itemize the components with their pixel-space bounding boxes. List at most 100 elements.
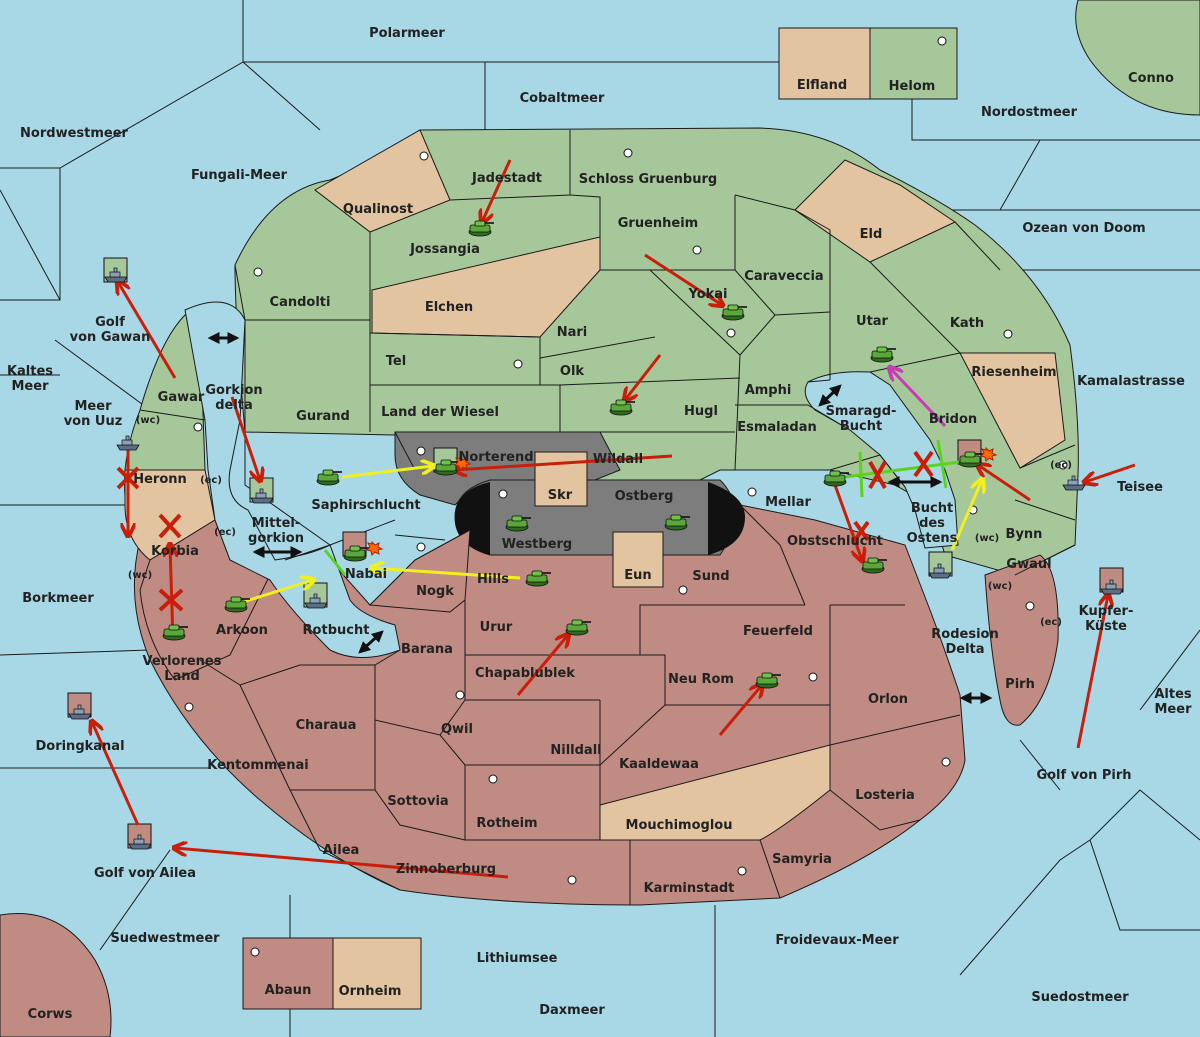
land-elchen[interactable]	[371, 236, 601, 338]
svg-text:Nogk: Nogk	[416, 584, 454, 599]
svg-text:Schloss Gruenburg: Schloss Gruenburg	[579, 172, 717, 187]
svg-text:Pirh: Pirh	[1005, 677, 1035, 692]
svg-text:Mouchimoglou: Mouchimoglou	[626, 818, 733, 833]
svg-text:Riesenheim: Riesenheim	[971, 365, 1056, 380]
sea-smaragdbucht: Smaragd-Bucht	[826, 404, 897, 434]
svg-text:Sottovia: Sottovia	[387, 794, 448, 809]
svg-text:Korbia: Korbia	[151, 544, 199, 559]
sea-smaragd-inlet[interactable]	[804, 371, 959, 549]
svg-text:(ec): (ec)	[1050, 460, 1072, 471]
svg-text:(ec): (ec)	[214, 527, 236, 538]
svg-text:Mellar: Mellar	[765, 495, 811, 510]
svg-text:Kentommenai: Kentommenai	[207, 758, 308, 773]
order-magenta	[890, 368, 947, 428]
svg-text:Esmaladan: Esmaladan	[737, 420, 817, 435]
coast-tags: (wc) (ec) (ec) (wc) (ec) (wc) (wc) (ec)	[128, 415, 1072, 628]
svg-text:Qualinost: Qualinost	[343, 202, 413, 217]
svg-text:Land der Wiesel: Land der Wiesel	[381, 405, 499, 420]
sea-doringkanal: Doringkanal	[35, 739, 124, 754]
land-riesenheim[interactable]	[959, 352, 1066, 469]
svg-text:Kupfer-Küste: Kupfer-Küste	[1079, 604, 1134, 634]
land-eun[interactable]	[612, 531, 664, 588]
sea-golf-pirh: Golf von Pirh	[1036, 768, 1131, 783]
svg-text:Norterend: Norterend	[458, 450, 533, 465]
sea-lithiumsee: Lithiumsee	[477, 951, 558, 966]
svg-text:Elfland: Elfland	[797, 78, 847, 93]
orders-red	[92, 159, 1136, 879]
svg-text:Jossangia: Jossangia	[409, 242, 480, 257]
sea-golf-ailea: Golf von Ailea	[94, 866, 196, 881]
sea-nordostmeer: Nordostmeer	[981, 105, 1078, 120]
svg-text:Nabai: Nabai	[345, 567, 387, 582]
svg-text:(wc): (wc)	[128, 570, 152, 581]
svg-text:(ec): (ec)	[1040, 617, 1062, 628]
svg-text:Saphirschlucht: Saphirschlucht	[311, 498, 420, 513]
svg-text:Barana: Barana	[401, 642, 453, 657]
sea-cobaltmeer: Cobaltmeer	[520, 91, 605, 106]
canal-links	[207, 332, 993, 704]
svg-text:Qwil: Qwil	[441, 722, 473, 737]
sea-rotbucht: Rotbucht	[303, 623, 370, 638]
svg-text:Ailea: Ailea	[323, 843, 360, 858]
land-pirh[interactable]	[984, 554, 1059, 726]
svg-text:Orlon: Orlon	[868, 692, 908, 707]
sea-fungali: Fungali-Meer	[191, 168, 288, 183]
sea-froidevaux: Froidevaux-Meer	[775, 933, 899, 948]
svg-text:Obstschlucht: Obstschlucht	[787, 534, 883, 549]
svg-text:(wc): (wc)	[975, 533, 999, 544]
sea-kamalastrasse: Kamalastrasse	[1077, 374, 1185, 389]
svg-text:Ostberg: Ostberg	[615, 489, 674, 504]
sea-gorkion-inlet[interactable]	[184, 301, 401, 658]
svg-text:Kath: Kath	[950, 316, 984, 331]
svg-text:Bridon: Bridon	[929, 412, 977, 427]
land-eld[interactable]	[794, 159, 957, 263]
sea-nordwestmeer: Nordwestmeer	[20, 126, 128, 141]
land-labels: Conno Elfland Helom Corws Abaun Ornheim …	[28, 71, 1174, 1022]
land-ornheim[interactable]	[332, 937, 422, 1010]
svg-text:Westberg: Westberg	[502, 537, 572, 552]
svg-text:(wc): (wc)	[988, 581, 1012, 592]
sea-labels: Polarmeer Cobaltmeer Nordwestmeer Fungal…	[7, 26, 1192, 1018]
land-corws[interactable]	[0, 913, 112, 1037]
svg-text:(ec): (ec)	[200, 475, 222, 486]
sea-suedostmeer: Suedostmeer	[1031, 990, 1129, 1005]
svg-text:Sund: Sund	[692, 569, 729, 584]
svg-text:Gruenheim: Gruenheim	[618, 216, 698, 231]
svg-text:Nilldall: Nilldall	[550, 743, 601, 758]
svg-text:Jadestadt: Jadestadt	[471, 171, 542, 186]
mountain-cap-east	[708, 482, 745, 555]
svg-text:Heronn: Heronn	[133, 472, 187, 487]
svg-text:Hills: Hills	[477, 572, 509, 587]
supply-centers	[184, 36, 1068, 957]
svg-text:Bynn: Bynn	[1006, 527, 1043, 542]
failed-marks	[116, 450, 934, 612]
svg-text:Gwaul: Gwaul	[1006, 557, 1051, 572]
svg-text:Amphi: Amphi	[745, 383, 792, 398]
sea-ozean-doom: Ozean von Doom	[1022, 221, 1145, 236]
svg-text:(wc): (wc)	[136, 415, 160, 426]
svg-text:Zinnoberburg: Zinnoberburg	[396, 862, 496, 877]
land-mouchimoglou[interactable]	[599, 744, 831, 841]
land-elfland[interactable]	[778, 27, 871, 100]
svg-text:Eun: Eun	[624, 568, 651, 583]
svg-text:Candolti: Candolti	[270, 295, 331, 310]
dislodged-markers	[366, 446, 998, 556]
svg-text:Urur: Urur	[480, 620, 513, 635]
sea-daxmeer: Daxmeer	[539, 1003, 605, 1018]
svg-text:Arkoon: Arkoon	[216, 623, 268, 638]
svg-text:Chapablublek: Chapablublek	[475, 666, 575, 681]
svg-text:Eld: Eld	[860, 227, 883, 242]
svg-text:Rotheim: Rotheim	[476, 816, 537, 831]
svg-text:Abaun: Abaun	[265, 983, 312, 998]
land-conno[interactable]	[1075, 0, 1200, 116]
svg-text:Helom: Helom	[889, 79, 936, 94]
svg-text:Olk: Olk	[560, 364, 585, 379]
